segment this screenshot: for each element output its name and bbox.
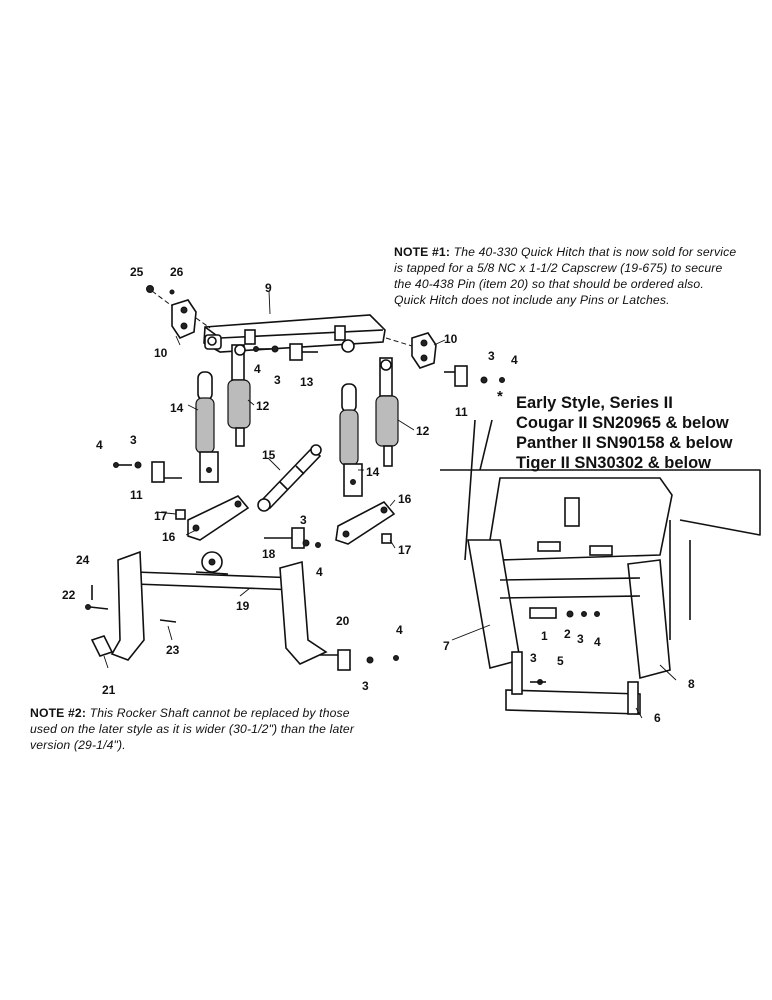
- callout-4: 4: [254, 362, 261, 376]
- callout-10: 10: [154, 346, 168, 360]
- hydraulic-cylinder-left: [227, 344, 251, 447]
- top-link-turnbuckle: [257, 444, 322, 512]
- lower-link-arm-right: [335, 500, 396, 545]
- note-2: NOTE #2: This Rocker Shaft cannot be rep…: [30, 705, 370, 753]
- callout-16: 16: [162, 530, 176, 544]
- note-1-label: NOTE #1:: [394, 245, 451, 259]
- callout-8: 8: [688, 677, 695, 691]
- callout-4: 4: [511, 353, 518, 367]
- callout-23: 23: [166, 643, 180, 657]
- style-line-3: Panther II SN90158 & below: [516, 434, 733, 452]
- callout-17: 17: [398, 543, 412, 557]
- callout-21: 21: [102, 683, 116, 697]
- callout-12: 12: [416, 424, 430, 438]
- callout-3: 3: [488, 349, 495, 363]
- callout-24: 24: [76, 553, 90, 567]
- callout-1: 1: [541, 629, 548, 643]
- callout-3: 3: [130, 433, 137, 447]
- lift-link-right: [339, 383, 363, 497]
- frame-assembly: [440, 419, 761, 715]
- note-1-text: The 40-330 Quick Hitch that is now sold …: [394, 245, 737, 307]
- hydraulic-cylinder-right: [375, 357, 399, 467]
- callout-3: 3: [530, 651, 537, 665]
- callout-14: 14: [170, 401, 184, 415]
- leader-lines: [103, 290, 677, 719]
- callout-3: 3: [300, 513, 307, 527]
- callout-4: 4: [96, 438, 103, 452]
- callout-12: 12: [256, 399, 270, 413]
- fasteners: [85, 343, 505, 671]
- hitch-bar: [203, 314, 386, 353]
- callout-14: 14: [366, 465, 380, 479]
- callout-4: 4: [594, 635, 601, 649]
- callout-3: 3: [577, 632, 584, 646]
- callout-7: 7: [443, 639, 450, 653]
- callout-4: 4: [396, 623, 403, 637]
- callout-15: 15: [262, 448, 276, 462]
- callout-25: 25: [130, 265, 144, 279]
- bolt-25: [146, 285, 154, 293]
- washer-26: [169, 289, 175, 295]
- callout-10: 10: [444, 332, 458, 346]
- rocker-shaft: [110, 550, 328, 665]
- callout-2: 2: [564, 627, 571, 641]
- callout-9: 9: [265, 281, 272, 295]
- bushing-17-right: [381, 533, 392, 544]
- callout-4: 4: [316, 565, 323, 579]
- latch-bracket-right: [411, 332, 437, 369]
- lift-link-left: [195, 371, 219, 483]
- callout-16: 16: [398, 492, 412, 506]
- callout-19: 19: [236, 599, 250, 613]
- callout-20: 20: [336, 614, 350, 628]
- callout-11: 11: [455, 405, 468, 419]
- latch-bracket-left: [171, 299, 197, 339]
- note-1: NOTE #1: The 40-330 Quick Hitch that is …: [394, 244, 738, 308]
- callout-6: 6: [654, 711, 661, 725]
- callout-17: 17: [154, 509, 168, 523]
- callout-3: 3: [362, 679, 369, 693]
- callout-11: 11: [130, 488, 143, 502]
- callout-13: 13: [300, 375, 314, 389]
- style-line-1: Early Style, Series II: [516, 394, 673, 412]
- style-line-4: Tiger II SN30302 & below: [516, 454, 712, 472]
- note-2-label: NOTE #2:: [30, 706, 87, 720]
- style-line-2: Cougar II SN20965 & below: [516, 414, 729, 432]
- bushing-17-left: [175, 509, 186, 520]
- note-2-text: This Rocker Shaft cannot be replaced by …: [30, 706, 355, 752]
- callout-26: 26: [170, 265, 184, 279]
- callout-22: 22: [62, 588, 76, 602]
- early-style-serial-block: * Early Style, Series II Cougar II SN209…: [497, 388, 733, 473]
- callout-18: 18: [262, 547, 276, 561]
- callout-3: 3: [274, 373, 281, 387]
- callout-numbers: 25 26 9 10 10 4 3 13 12 14 12 14 3 4 11 …: [62, 265, 695, 725]
- callout-5: 5: [557, 654, 564, 668]
- lower-link-arm-left: [187, 495, 250, 541]
- asterisk: *: [497, 388, 503, 405]
